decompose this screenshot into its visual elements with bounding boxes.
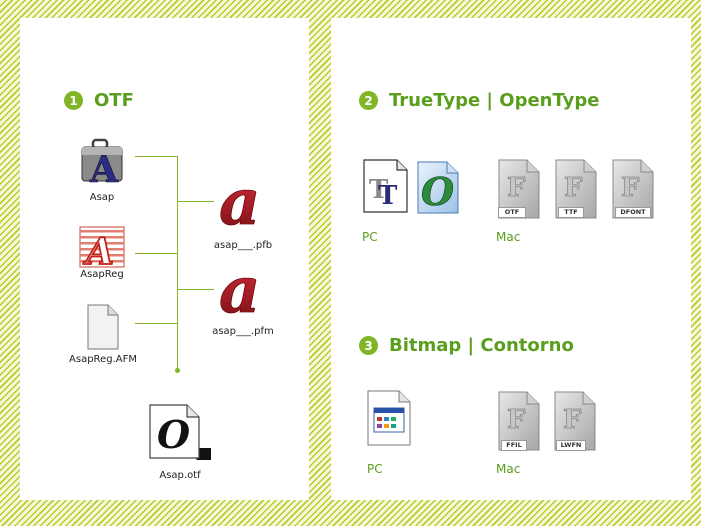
mac-type-tag: FFIL	[501, 440, 527, 451]
truetype-file-icon[interactable]: T T	[361, 146, 411, 216]
svg-text:F: F	[507, 173, 526, 203]
connector-line	[135, 253, 177, 254]
pfm-label: asap___.pfm	[212, 326, 274, 337]
connector-line	[177, 201, 214, 202]
bitmap-mac-label: Mac	[496, 462, 521, 476]
section-number-badge: 3	[359, 336, 378, 355]
mac-font-file-icon[interactable]: F	[551, 388, 599, 454]
asap-label: Asap	[89, 192, 115, 203]
bitmap-title: Bitmap | Contorno	[389, 335, 574, 356]
svg-text:A: A	[89, 149, 119, 190]
mac-font-file-icon[interactable]: F	[552, 156, 600, 222]
mac-type-tag: DFONT	[615, 207, 651, 218]
mac-font-file-icon[interactable]: F	[495, 388, 543, 454]
mac-type-tag: TTF	[558, 207, 584, 218]
formats-panel: 2 TrueType | OpenType T T O F OTF F TTF …	[331, 18, 691, 500]
mac-type-tag: OTF	[498, 207, 526, 218]
connector-dot	[175, 368, 180, 373]
connector-line	[135, 156, 177, 157]
truetype-pc-label: PC	[362, 230, 378, 244]
section-number-badge: 2	[359, 91, 378, 110]
bitmap-pc-label: PC	[367, 462, 383, 476]
otf-file-label: Asap.otf	[159, 470, 201, 481]
svg-text:F: F	[507, 405, 526, 435]
font-glyph-icon[interactable]: a	[218, 174, 268, 230]
svg-text:F: F	[564, 173, 583, 203]
mac-type-tag: LWFN	[556, 440, 586, 451]
postscript-font-icon[interactable]: A	[78, 225, 126, 269]
otf-heading: 1 OTF	[64, 90, 134, 111]
bitmap-font-file-icon[interactable]	[365, 388, 413, 448]
svg-text:O: O	[157, 412, 190, 457]
mac-font-file-icon[interactable]: F	[495, 156, 543, 222]
svg-text:F: F	[621, 173, 640, 203]
asapreg-label: AsapReg	[80, 269, 124, 280]
pfb-label: asap___.pfb	[213, 240, 273, 251]
connector-line	[177, 289, 214, 290]
truetype-mac-label: Mac	[496, 230, 521, 244]
font-glyph-icon[interactable]: a	[218, 262, 268, 318]
svg-text:a: a	[219, 174, 260, 230]
svg-text:a: a	[219, 262, 260, 318]
truetype-heading: 2 TrueType | OpenType	[359, 90, 599, 111]
otf-title: OTF	[94, 90, 134, 111]
svg-text:T: T	[369, 175, 389, 205]
font-suitcase-icon[interactable]: A	[78, 134, 126, 190]
opentype-file-icon[interactable]: O	[147, 402, 215, 462]
svg-text:F: F	[563, 405, 582, 435]
opentype-file-icon[interactable]: O	[415, 136, 461, 216]
svg-text:A: A	[83, 231, 114, 269]
section-number-badge: 1	[64, 91, 83, 110]
blank-document-icon[interactable]	[86, 303, 120, 351]
svg-text:O: O	[421, 169, 454, 214]
otf-panel: 1 OTF A Asap A AsapReg AsapReg.AFM a asa…	[20, 18, 309, 500]
svg-text:T: T	[378, 181, 398, 211]
bitmap-heading: 3 Bitmap | Contorno	[359, 335, 574, 356]
afm-label: AsapReg.AFM	[69, 354, 137, 365]
truetype-title: TrueType | OpenType	[389, 90, 600, 111]
connector-line	[135, 323, 177, 324]
connector-line	[177, 156, 178, 370]
mac-font-file-icon[interactable]: F	[609, 156, 657, 222]
